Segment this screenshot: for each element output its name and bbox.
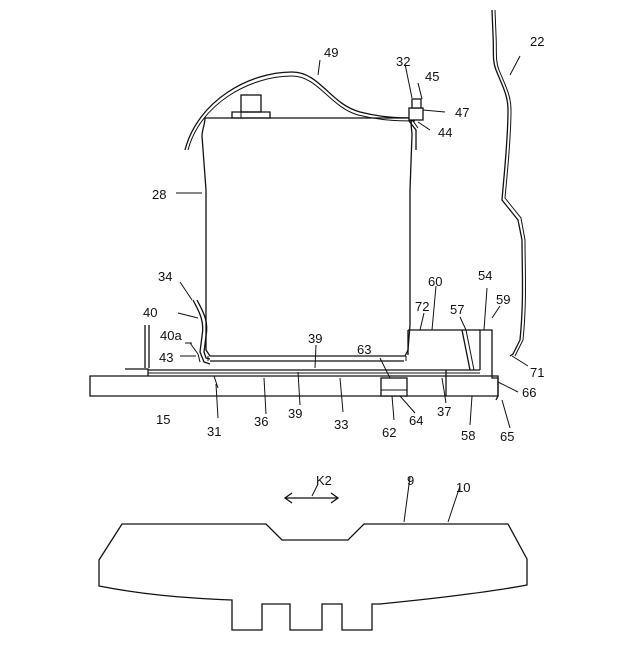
label-39-top: 39	[308, 331, 322, 346]
label-22: 22	[530, 34, 544, 49]
label-33: 33	[334, 417, 348, 432]
label-62: 62	[382, 425, 396, 440]
label-63: 63	[357, 342, 371, 357]
label-34: 34	[158, 269, 172, 284]
rail-assembly	[99, 524, 527, 630]
base-plate	[90, 376, 498, 396]
label-58: 58	[461, 428, 475, 443]
label-37: 37	[437, 404, 451, 419]
label-10: 10	[456, 480, 470, 495]
label-43: 43	[159, 350, 173, 365]
label-66: 66	[522, 385, 536, 400]
label-72: 72	[415, 299, 429, 314]
battery-cover	[185, 72, 415, 150]
label-K2: K2	[316, 473, 332, 488]
label-57: 57	[450, 302, 464, 317]
label-65: 65	[500, 429, 514, 444]
label-45: 45	[425, 69, 439, 84]
label-44: 44	[438, 125, 452, 140]
label-47: 47	[455, 105, 469, 120]
label-15: 15	[156, 412, 170, 427]
left-rod	[145, 325, 149, 368]
label-64: 64	[409, 413, 423, 428]
battery-tray	[125, 369, 480, 376]
label-9: 9	[407, 473, 414, 488]
reference-labels: 49 32 45 47 44 22 28 34 40 40a 43 39 63 …	[143, 34, 544, 495]
label-28: 28	[152, 187, 166, 202]
step-block	[408, 330, 480, 396]
tray-lip	[480, 330, 498, 400]
leader-lines	[176, 56, 528, 522]
hold-down-bracket	[190, 300, 210, 364]
label-31: 31	[207, 424, 221, 439]
label-60: 60	[428, 274, 442, 289]
battery	[202, 95, 412, 361]
label-36: 36	[254, 414, 268, 429]
label-54: 54	[478, 268, 492, 283]
label-40a: 40a	[160, 328, 182, 343]
label-32: 32	[396, 54, 410, 69]
label-49: 49	[324, 45, 338, 60]
label-39-bottom: 39	[288, 406, 302, 421]
label-71: 71	[530, 365, 544, 380]
label-40: 40	[143, 305, 157, 320]
label-59: 59	[496, 292, 510, 307]
stopper-block	[381, 378, 407, 396]
direction-arrow	[285, 493, 338, 503]
